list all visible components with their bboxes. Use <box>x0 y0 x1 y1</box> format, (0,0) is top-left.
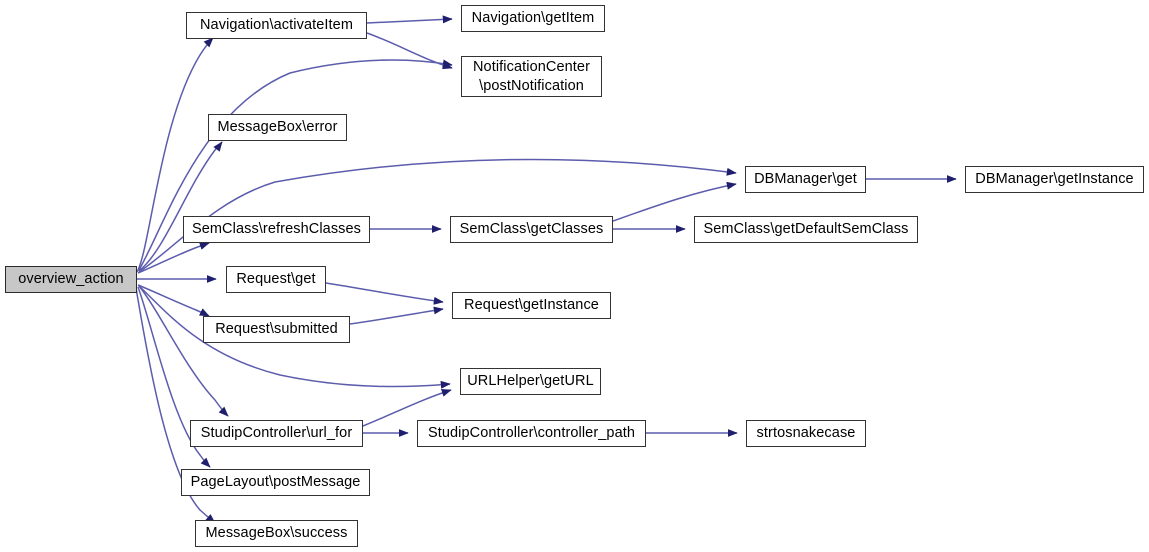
graph-node-dbmanager_get[interactable]: DBManager\get <box>745 166 866 193</box>
graph-node-label: MessageBox\error <box>217 119 338 136</box>
graph-node-label: PageLayout\postMessage <box>190 474 361 491</box>
graph-node-urlhelper_geturl[interactable]: URLHelper\getURL <box>460 368 601 395</box>
call-edge <box>349 306 444 325</box>
graph-node-label: SemClass\getDefaultSemClass <box>703 221 909 238</box>
graph-node-overview_action[interactable]: overview_action <box>5 266 137 293</box>
graph-node-label: Request\get <box>236 271 316 288</box>
graph-node-studip_urlfor[interactable]: StudipController\url_for <box>190 420 363 447</box>
graph-node-msgbox_error[interactable]: MessageBox\error <box>208 114 347 141</box>
graph-node-studip_ctrlpath[interactable]: StudipController\controller_path <box>417 420 646 447</box>
call-edge <box>138 285 229 417</box>
graph-node-label: MessageBox\success <box>205 525 348 542</box>
call-edge <box>138 141 223 272</box>
graph-node-label: URLHelper\getURL <box>467 373 594 390</box>
graph-node-label: StudipController\controller_path <box>427 425 636 442</box>
graph-node-nav_getitem[interactable]: Navigation\getItem <box>461 5 605 32</box>
graph-node-label: overview_action <box>18 271 124 288</box>
call-edge <box>137 284 210 317</box>
graph-node-strtosnakecase[interactable]: strtosnakecase <box>746 420 866 447</box>
graph-node-label: Navigation\activateItem <box>199 17 353 34</box>
graph-node-dbmanager_instance[interactable]: DBManager\getInstance <box>965 166 1144 193</box>
graph-node-label: StudipController\url_for <box>200 425 353 442</box>
graph-node-label: SemClass\refreshClasses <box>191 221 362 238</box>
graph-node-label: Request\submitted <box>215 321 338 338</box>
call-edge <box>325 282 444 305</box>
graph-node-msgbox_success[interactable]: MessageBox\success <box>195 520 358 547</box>
graph-node-pagelayout_post[interactable]: PageLayout\postMessage <box>181 469 370 496</box>
graph-node-label: Navigation\getItem <box>471 10 595 27</box>
graph-node-label: DBManager\getInstance <box>975 171 1134 188</box>
graph-node-nav_activate[interactable]: Navigation\activateItem <box>186 12 367 39</box>
graph-node-request_submitted[interactable]: Request\submitted <box>203 316 350 343</box>
call-edge <box>366 15 453 24</box>
call-edge <box>137 242 210 274</box>
graph-node-request_get[interactable]: Request\get <box>226 266 326 293</box>
graph-node-notification_center[interactable]: NotificationCenter \postNotification <box>461 56 602 97</box>
graph-node-label: Request\getInstance <box>464 297 599 314</box>
graph-node-semclass_refresh[interactable]: SemClass\refreshClasses <box>183 216 370 243</box>
call-edge <box>366 32 453 70</box>
graph-node-request_instance[interactable]: Request\getInstance <box>452 292 611 319</box>
graph-node-label: SemClass\getClasses <box>459 221 604 238</box>
graph-node-label: DBManager\get <box>754 171 857 188</box>
graph-node-semclass_getclasses[interactable]: SemClass\getClasses <box>450 216 613 243</box>
graph-node-semclass_default[interactable]: SemClass\getDefaultSemClass <box>694 216 918 243</box>
graph-node-label: strtosnakecase <box>756 425 856 442</box>
graph-node-label: NotificationCenter \postNotification <box>472 58 591 94</box>
